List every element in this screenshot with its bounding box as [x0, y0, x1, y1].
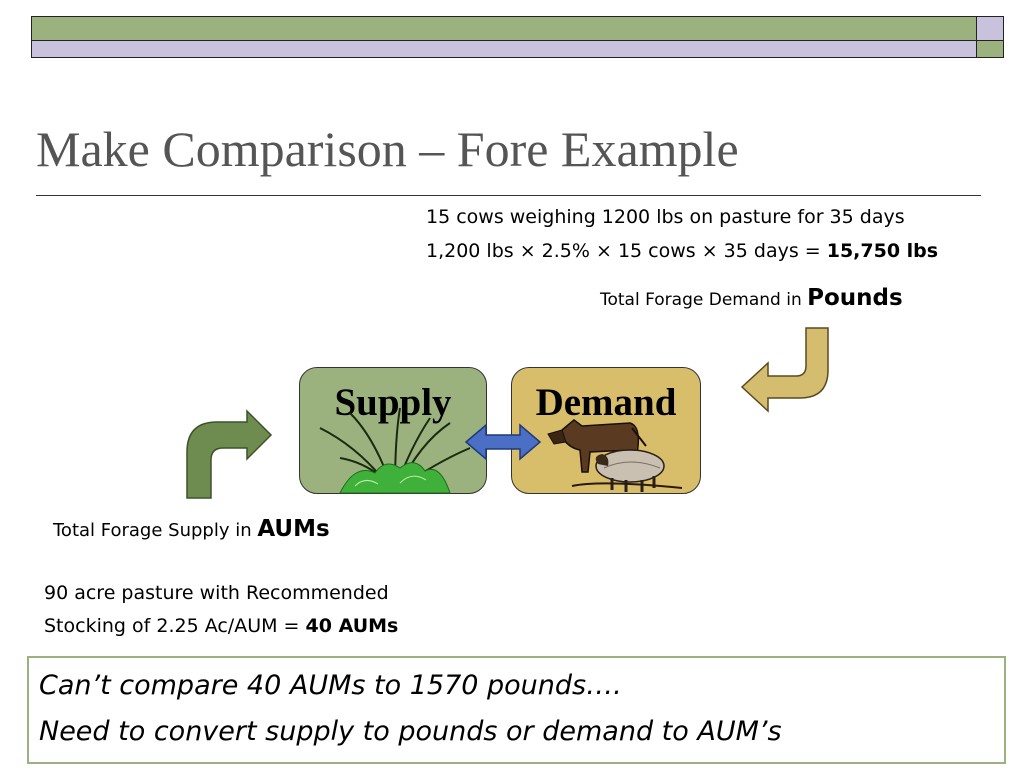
demand-calculation: 1,200 lbs × 2.5% × 15 cows × 35 days = 1…: [426, 240, 938, 262]
top-bar-green-square: [977, 41, 1004, 58]
demand-arrow-icon: [740, 327, 829, 413]
demand-formula: 1,200 lbs × 2.5% × 15 cows × 35 days =: [426, 240, 827, 262]
demand-description: 15 cows weighing 1200 lbs on pasture for…: [426, 206, 905, 228]
title-divider: [36, 195, 981, 196]
demand-box-title: Demand: [535, 381, 677, 424]
demand-box: Demand: [511, 367, 701, 494]
supply-result: 40 AUMs: [305, 615, 399, 637]
demand-label-unit: Pounds: [807, 285, 903, 311]
conclusion-note: Can’t compare 40 AUMs to 1570 pounds…. N…: [27, 656, 1006, 764]
top-bar-lavender-strip: [31, 41, 977, 58]
supply-box: Supply: [299, 367, 487, 494]
note-line-1: Can’t compare 40 AUMs to 1570 pounds….: [39, 670, 622, 701]
cow-icon: [547, 419, 647, 473]
demand-result: 15,750 lbs: [826, 240, 939, 262]
slide-title: Make Comparison – Fore Example: [36, 121, 739, 177]
supply-formula: Stocking of 2.25 Ac/AUM =: [44, 615, 306, 637]
note-line-2: Need to convert supply to pounds or dema…: [39, 716, 782, 747]
demand-label-text: Total Forage Demand in: [600, 290, 808, 310]
demand-label: Total Forage Demand in Pounds: [600, 285, 903, 311]
supply-arrow-icon: [186, 409, 273, 499]
top-bar-lavender-square: [977, 16, 1004, 41]
supply-description: 90 acre pasture with Recommended: [44, 582, 389, 604]
supply-calculation: Stocking of 2.25 Ac/AUM = 40 AUMs: [44, 615, 398, 637]
supply-label-text: Total Forage Supply in: [53, 520, 258, 541]
top-bar-green-strip: [31, 16, 977, 41]
livestock-icon: [547, 419, 683, 492]
supply-label-unit: AUMs: [257, 516, 330, 542]
supply-label: Total Forage Supply in AUMs: [53, 516, 330, 542]
top-decorative-bar: [31, 16, 1004, 58]
grass-icon: [319, 407, 471, 494]
